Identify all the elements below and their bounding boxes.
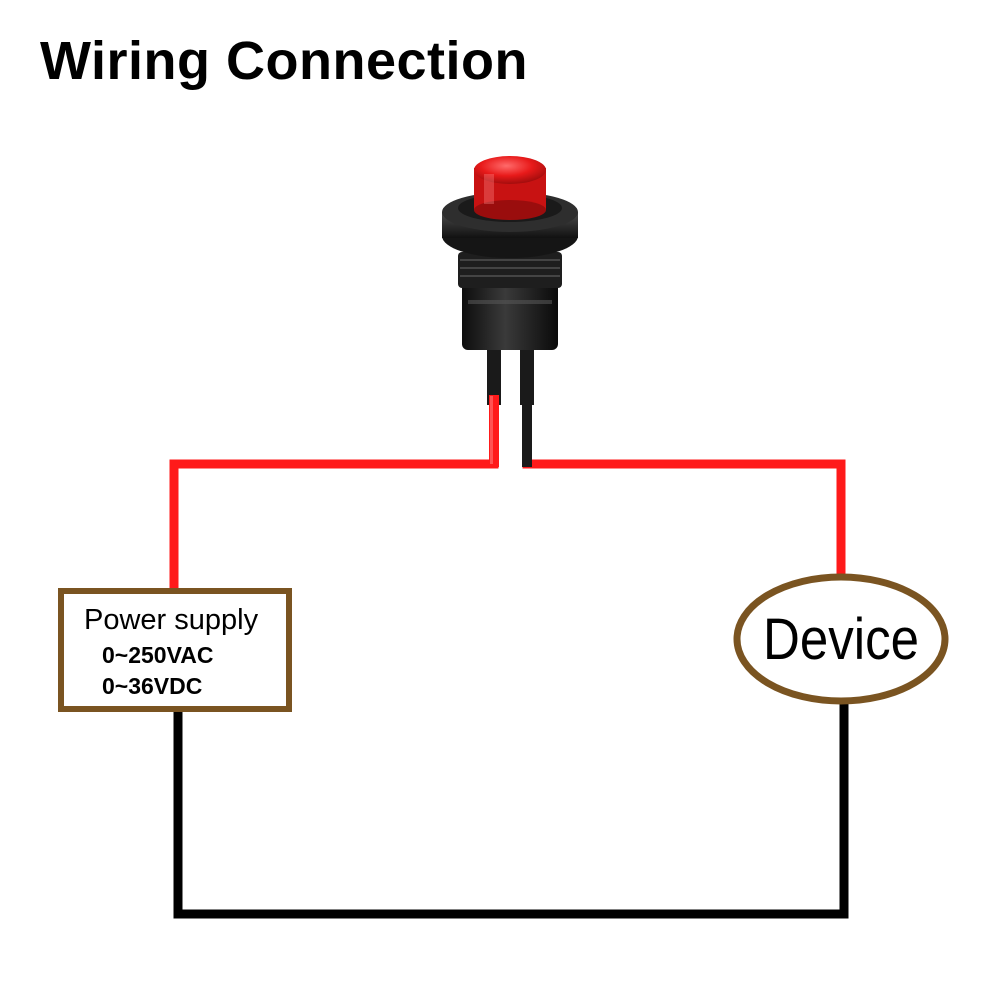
page-title: Wiring Connection [40,31,528,91]
device-label: Device [762,606,920,672]
return-wire [173,700,849,919]
device-outline [733,573,949,705]
power-supply-box: Power supply 0~250VAC 0~36VDC [58,588,292,712]
live-wire-left [169,420,499,592]
power-supply-dc-range: 0~36VDC [102,673,203,699]
power-supply-label: Power supply [84,604,259,636]
push-button-switch-icon [442,156,578,350]
power-supply-ac-range: 0~250VAC [102,642,214,668]
live-wire-right [522,420,846,580]
switch-leads [487,345,534,467]
